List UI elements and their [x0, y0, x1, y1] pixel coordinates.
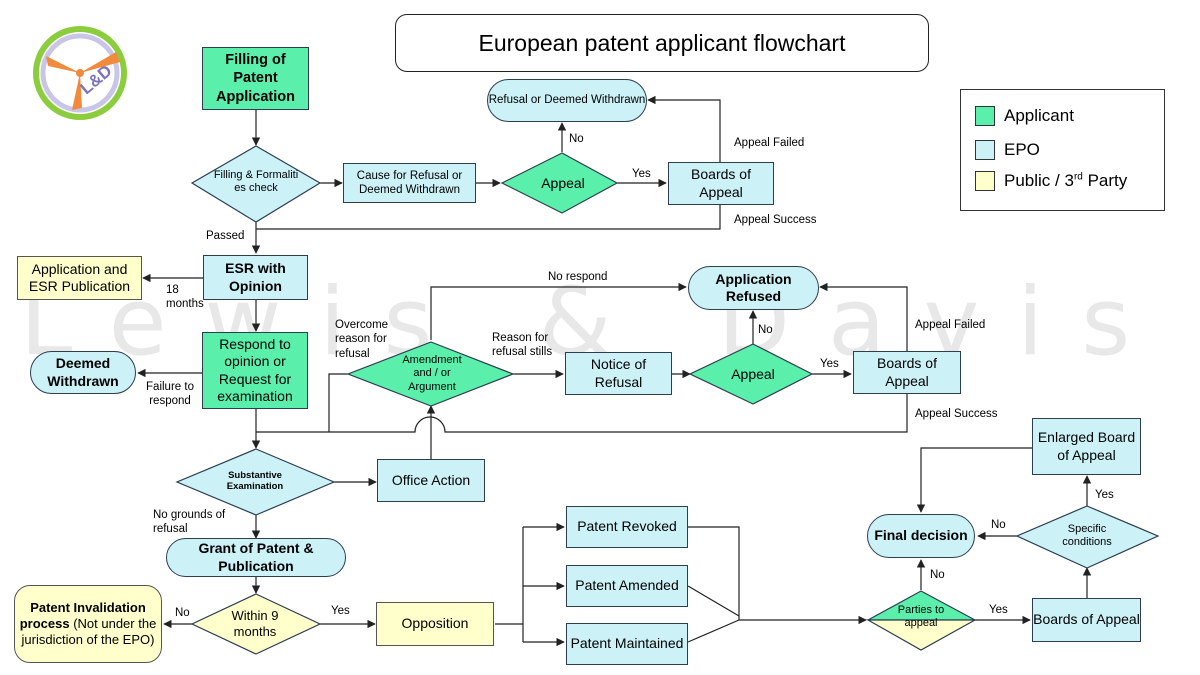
node-refusal-withdrawn[interactable]: Refusal or Deemed Withdrawn [487, 79, 647, 122]
node-patent-revoked[interactable]: Patent Revoked [566, 506, 688, 548]
label-failure-respond: Failure to respond [146, 381, 194, 408]
legend-item-epo: EPO [975, 140, 1040, 160]
label-passed: Passed [206, 230, 245, 242]
node-opposition[interactable]: Opposition [376, 602, 494, 646]
node-application-refused[interactable]: Application Refused [688, 266, 819, 310]
legend-label-epo: EPO [1004, 140, 1040, 159]
legend-swatch-epo [975, 140, 995, 160]
node-formality-check[interactable]: Filling & Formaliti es check [213, 168, 299, 194]
node-parties-to-appeal[interactable]: Parties to appeal [897, 603, 945, 629]
node-grant-publication[interactable]: Grant of Patent & Publication [166, 538, 346, 577]
page-title: European patent applicant flowchart [395, 14, 929, 72]
node-within-9-months[interactable]: Within 9 months [231, 608, 279, 639]
node-notice-refusal[interactable]: Notice of Refusal [565, 352, 672, 395]
label-overcome: Overcome reason for refusal [335, 319, 389, 360]
label-no-3: No [175, 607, 190, 619]
node-substantive-examination[interactable]: Substantive Examination [226, 469, 284, 492]
label-yes-2: Yes [820, 358, 839, 370]
node-amendment-argument[interactable]: Amendment and / or Argument [402, 354, 462, 393]
company-logo [33, 26, 127, 120]
label-no-4: No [930, 569, 945, 581]
node-app-esr-publication[interactable]: Application and ESR Publication [17, 256, 142, 300]
label-18-months: 18 months [166, 284, 204, 311]
label-no-grounds: No grounds of refusal [153, 509, 226, 536]
node-esr-opinion[interactable]: ESR with Opinion [203, 255, 308, 300]
node-patent-amended[interactable]: Patent Amended [566, 565, 688, 607]
label-no-5: No [991, 519, 1006, 531]
node-deemed-withdrawn[interactable]: Deemed Withdrawn [30, 351, 136, 394]
node-patent-maintained[interactable]: Patent Maintained [566, 623, 688, 665]
node-boards-of-appeal-2[interactable]: Boards of Appeal [853, 351, 961, 394]
legend: Applicant EPO Public / 3rd Party [960, 89, 1165, 211]
label-yes-1: Yes [632, 168, 651, 180]
legend-label-applicant: Applicant [1004, 106, 1074, 125]
legend-swatch-public [975, 171, 995, 191]
legend-item-public: Public / 3rd Party [975, 171, 1127, 191]
label-appeal-failed-2: Appeal Failed [915, 319, 986, 331]
legend-item-applicant: Applicant [975, 106, 1074, 126]
node-filing[interactable]: Filling of Patent Application [202, 47, 309, 110]
node-boards-of-appeal-1[interactable]: Boards of Appeal [668, 162, 774, 205]
node-final-decision[interactable]: Final decision [867, 514, 975, 558]
label-yes-3: Yes [331, 605, 350, 617]
label-appeal-failed-1: Appeal Failed [734, 137, 805, 149]
legend-label-public: Public / 3rd Party [1004, 171, 1128, 190]
label-yes-4: Yes [989, 604, 1008, 616]
node-respond-opinion[interactable]: Respond to opinion or Request for examin… [202, 332, 308, 409]
label-no-2: No [758, 324, 773, 336]
legend-swatch-applicant [975, 106, 995, 126]
node-enlarged-board[interactable]: Enlarged Board of Appeal [1032, 418, 1141, 475]
label-no-respond: No respond [548, 271, 608, 283]
node-cause-refusal[interactable]: Cause for Refusal or Deemed Withdrawn [343, 163, 476, 203]
node-office-action[interactable]: Office Action [377, 459, 485, 502]
node-appeal-2[interactable]: Appeal [731, 365, 775, 382]
label-appeal-success-1: Appeal Success [734, 214, 817, 226]
node-specific-conditions[interactable]: Specific conditions [1062, 522, 1112, 548]
label-reason-stills: Reason for refusal stills [492, 332, 553, 359]
node-boards-of-appeal-3[interactable]: Boards of Appeal [1032, 598, 1141, 642]
label-no-1: No [569, 133, 584, 145]
label-yes-5: Yes [1095, 489, 1114, 501]
node-appeal-1[interactable]: Appeal [541, 174, 585, 191]
node-invalidation-process[interactable]: Patent Invalidation process (Not under t… [14, 585, 162, 663]
label-appeal-success-2: Appeal Success [915, 408, 998, 420]
